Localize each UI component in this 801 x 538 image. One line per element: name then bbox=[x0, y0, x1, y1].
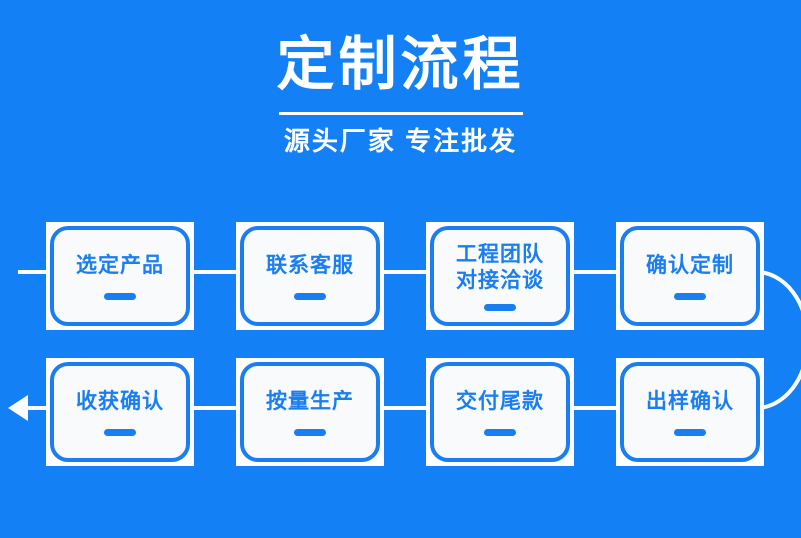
connector-right-uturn bbox=[748, 270, 801, 410]
page-title: 定制流程 bbox=[276, 32, 525, 97]
step-card-label: 确认定制 bbox=[646, 253, 734, 277]
step-card-top-1[interactable]: 选定产品 bbox=[50, 226, 190, 326]
page-subtitle: 源头厂家 专注批发 bbox=[283, 126, 518, 156]
connector-top-3-4 bbox=[566, 270, 626, 274]
connector-bottom-2-1 bbox=[186, 406, 246, 410]
step-card-bottom-4[interactable]: 出样确认 bbox=[620, 362, 760, 462]
step-card-dash bbox=[104, 428, 136, 436]
step-card-dash bbox=[674, 428, 706, 436]
step-card-bottom-3[interactable]: 交付尾款 bbox=[430, 362, 570, 462]
step-card-label: 工程团队 对接洽谈 bbox=[456, 242, 544, 292]
step-card-dash bbox=[294, 428, 326, 436]
step-card-dash bbox=[484, 303, 516, 311]
connector-bottom-4-3 bbox=[566, 406, 626, 410]
step-card-dash bbox=[104, 292, 136, 300]
step-card-bottom-2[interactable]: 按量生产 bbox=[240, 362, 380, 462]
step-card-top-4[interactable]: 确认定制 bbox=[620, 226, 760, 326]
step-card-label: 按量生产 bbox=[266, 389, 354, 413]
step-card-top-3[interactable]: 工程团队 对接洽谈 bbox=[430, 226, 570, 326]
step-card-dash bbox=[484, 428, 516, 436]
connector-entry-top bbox=[18, 270, 52, 274]
connector-exit-bottom bbox=[26, 406, 56, 410]
step-card-label: 交付尾款 bbox=[456, 389, 544, 413]
step-card-label: 选定产品 bbox=[76, 253, 164, 277]
step-card-label: 收获确认 bbox=[76, 389, 164, 413]
title-divider bbox=[278, 112, 523, 115]
connector-top-2-3 bbox=[376, 270, 436, 274]
step-card-dash bbox=[294, 292, 326, 300]
poster-header: 定制流程 源头厂家 专注批发 bbox=[0, 32, 801, 158]
connector-top-1-2 bbox=[186, 270, 246, 274]
flow-end-arrow-icon bbox=[8, 395, 28, 421]
step-card-label: 联系客服 bbox=[266, 253, 354, 277]
step-card-label: 出样确认 bbox=[646, 389, 734, 413]
connector-bottom-3-2 bbox=[376, 406, 436, 410]
step-card-top-2[interactable]: 联系客服 bbox=[240, 226, 380, 326]
step-card-bottom-1[interactable]: 收获确认 bbox=[50, 362, 190, 462]
step-card-dash bbox=[674, 292, 706, 300]
